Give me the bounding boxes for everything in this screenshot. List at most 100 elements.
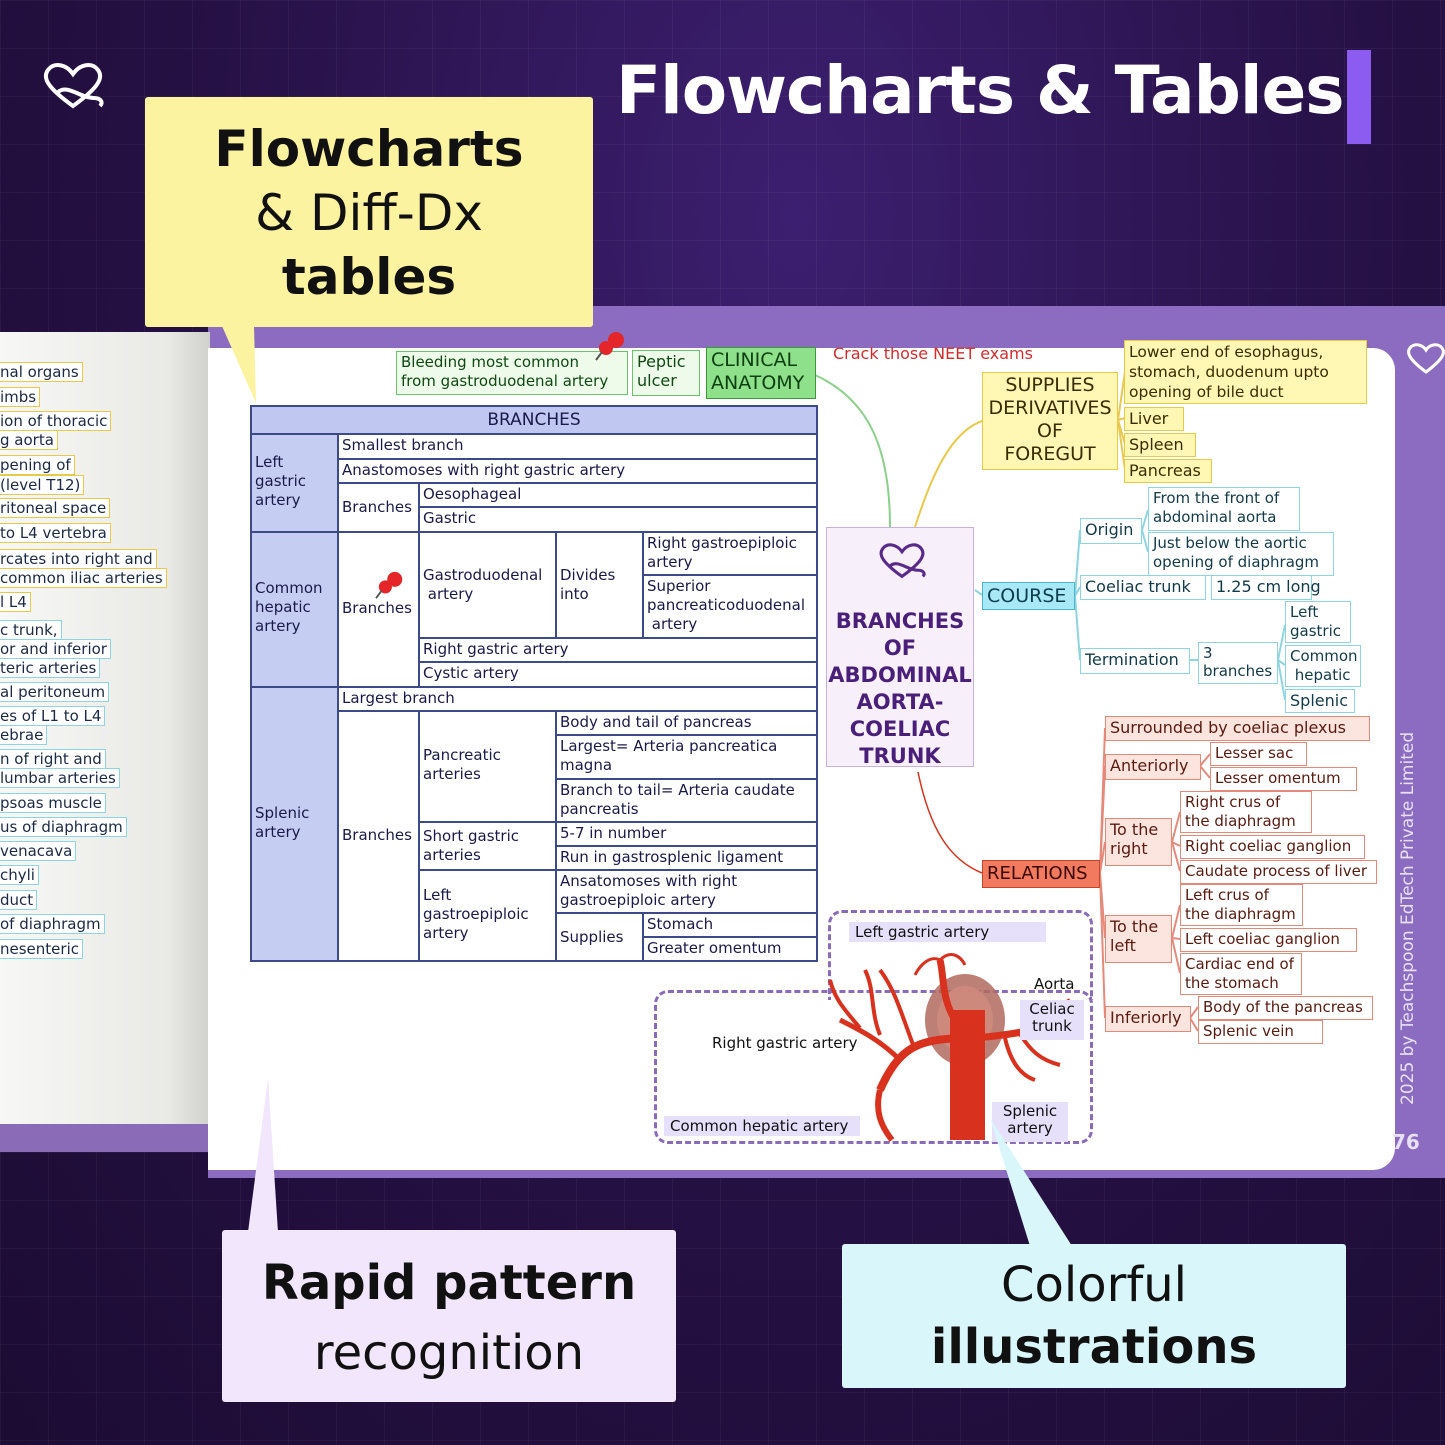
left-page-item: duct bbox=[0, 890, 38, 910]
table-cell: 5-7 in number bbox=[556, 822, 817, 846]
table-cell: Cystic artery bbox=[419, 662, 817, 687]
center-line: COELIAC bbox=[849, 717, 951, 741]
center-line: AORTA- bbox=[856, 690, 944, 714]
page-logo-icon bbox=[1407, 343, 1445, 374]
left-page-item: ion of thoracic bbox=[0, 411, 112, 431]
callout-line: Colorful bbox=[1001, 1257, 1187, 1313]
table-cell: Gastric bbox=[419, 507, 817, 532]
left-page-item: common iliac arteries bbox=[0, 568, 167, 588]
left-page-item: rcates into right and bbox=[0, 549, 157, 569]
relations-body-pancreas: Body of the pancreas bbox=[1198, 996, 1373, 1020]
left-page-item: chyli bbox=[0, 865, 39, 885]
relations-right-ganglion: Right coeliac ganglion bbox=[1180, 835, 1365, 859]
relations-left-ganglion: Left coeliac ganglion bbox=[1180, 928, 1357, 952]
branch-splenic: Splenic bbox=[1285, 689, 1355, 713]
left-page-item: n of right and bbox=[0, 749, 106, 769]
left-page-item: lumbar arteries bbox=[0, 768, 120, 788]
left-page-item: psoas muscle bbox=[0, 793, 106, 813]
left-page-item: nal organs bbox=[0, 362, 83, 382]
relations-inferiorly: Inferiorly bbox=[1105, 1006, 1191, 1032]
brand-logo-icon bbox=[43, 63, 104, 109]
diagram-frame-top bbox=[828, 910, 1093, 1000]
clinical-line-2: ANATOMY bbox=[711, 372, 805, 394]
left-page-item: to L4 vertebra bbox=[0, 523, 111, 543]
table-cell: Run in gastrosplenic ligament bbox=[556, 846, 817, 870]
table-cell: Oesophageal bbox=[419, 483, 817, 507]
left-page-item: ebrae bbox=[0, 725, 48, 745]
table-header: BRANCHES bbox=[251, 406, 817, 434]
left-page-item: al peritoneum bbox=[0, 682, 110, 702]
table-cell: Smallest branch bbox=[338, 434, 817, 459]
colorful-callout: Colorful illustrations bbox=[842, 1244, 1346, 1388]
table-cell: Branches bbox=[338, 532, 419, 687]
flowcharts-callout: Flowcharts & Diff-Dx tables bbox=[145, 97, 593, 327]
table-cell: Anastomoses with right gastric artery bbox=[338, 459, 817, 483]
relations-surrounded: Surrounded by coeliac plexus bbox=[1105, 716, 1370, 741]
course-node: COURSE bbox=[982, 582, 1075, 610]
center-line: BRANCHES bbox=[835, 609, 965, 633]
callout-line: tables bbox=[281, 248, 457, 306]
left-page-item: or and inferior bbox=[0, 639, 111, 659]
relations-node: RELATIONS bbox=[982, 860, 1100, 888]
diagram-frame bbox=[654, 990, 1093, 1144]
course-termination: Termination bbox=[1080, 648, 1190, 674]
left-page-item: imbs bbox=[0, 387, 41, 407]
table-cell: Branches bbox=[338, 483, 419, 532]
diagram-label-right-gastric: Right gastric artery bbox=[712, 1034, 858, 1052]
pushpin-icon bbox=[595, 332, 624, 361]
peptic-line-1: Peptic bbox=[637, 352, 686, 371]
table-cell: Supplies bbox=[556, 913, 643, 961]
course-origin: Origin bbox=[1080, 518, 1142, 544]
left-page-item: venacava bbox=[0, 841, 77, 861]
course-coeliac-trunk: Coeliac trunk bbox=[1080, 575, 1206, 600]
left-page-item: c trunk, bbox=[0, 620, 62, 640]
bleeding-line-2: from gastroduodenal artery bbox=[401, 372, 609, 390]
callout-line: Rapid pattern bbox=[261, 1255, 637, 1311]
page-number: 76 bbox=[1392, 1130, 1420, 1154]
left-page-item: es of L1 to L4 bbox=[0, 706, 106, 726]
callout-line: recognition bbox=[313, 1325, 585, 1381]
diagram-label-left-gastric: Left gastric artery bbox=[849, 922, 1046, 942]
supplies-liver: Liver bbox=[1124, 407, 1184, 431]
relations-splenic-vein: Splenic vein bbox=[1198, 1020, 1323, 1044]
left-page-item: pening of bbox=[0, 455, 75, 475]
relations-caudate: Caudate process of liver bbox=[1180, 860, 1377, 884]
left-page-item: l L4 bbox=[0, 592, 31, 612]
left-page-item: nesenteric bbox=[0, 939, 83, 959]
diagram-label-common-hepatic: Common hepatic artery bbox=[664, 1116, 860, 1136]
center-line: ABDOMINAL bbox=[828, 663, 972, 687]
table-cell: Greater omentum bbox=[643, 937, 817, 961]
relations-lesser-sac: Lesser sac bbox=[1210, 742, 1307, 766]
table-cell: Right gastric artery bbox=[419, 638, 817, 662]
course-length: 1.25 cm long bbox=[1211, 575, 1321, 600]
left-page-item: us of diaphragm bbox=[0, 817, 127, 837]
central-topic-node: BRANCHES OF ABDOMINAL AORTA- COELIAC TRU… bbox=[826, 527, 974, 768]
left-page-item: teric arteries bbox=[0, 658, 101, 678]
left-page-item: ritoneal space bbox=[0, 498, 111, 518]
table-cell: Largest branch bbox=[338, 687, 817, 711]
supplies-lower-esophagus: Lower end of esophagus,stomach, duodenum… bbox=[1124, 340, 1367, 404]
branch-common-hepatic: Common hepatic bbox=[1285, 645, 1361, 687]
table-cell: Branches bbox=[338, 711, 419, 961]
bleeding-line-1: Bleeding most common bbox=[401, 353, 579, 371]
center-line: OF bbox=[883, 636, 917, 660]
table-cell: Body and tail of pancreas bbox=[556, 711, 817, 735]
brand-logo-icon bbox=[879, 543, 926, 579]
center-line: TRUNK bbox=[859, 744, 941, 768]
page-title: Flowcharts & Tables bbox=[616, 52, 1345, 129]
